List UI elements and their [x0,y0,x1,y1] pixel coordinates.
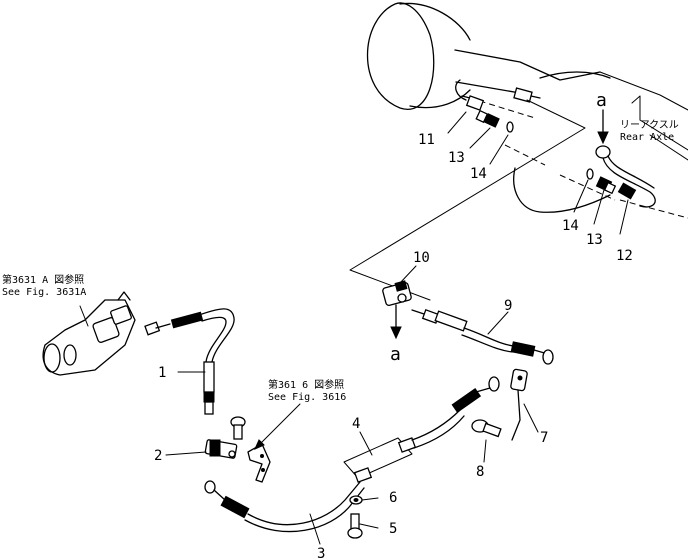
tube-11 [455,79,541,111]
reference-3616-jp: 第361 6 図参照 [268,378,344,391]
hose-3 [204,480,365,533]
connection-mark-a-bottom: a [390,344,401,365]
callout-4: 4 [352,416,360,432]
arrow-a-top [597,109,609,145]
callout-10: 10 [413,250,430,266]
callout-8: 8 [476,464,484,480]
tube-4 [343,376,500,483]
clip-7 [510,368,528,441]
callout-3: 3 [317,546,325,560]
detail-frame [349,99,586,301]
bracket-2 [204,439,238,459]
callout-11: 11 [418,132,435,148]
o-ring-14-lower [586,168,594,180]
rear-axle-label-en: Rear Axle [620,132,674,143]
callout-13-upper: 13 [448,150,465,166]
valve-10 [382,280,412,307]
rear-axle-label-jp: リーアクスル [620,119,679,131]
callout-14-lower: 14 [562,218,579,234]
washer-6 [349,495,363,505]
master-cylinder [42,291,136,376]
callout-6: 6 [389,490,397,506]
reference-3616-en: See Fig. 3616 [268,392,346,403]
connection-mark-a-top: a [596,90,607,111]
bolt-upper [230,416,246,440]
hose-9 [411,309,554,365]
callout-12: 12 [616,248,633,264]
tube-12 [595,145,656,208]
callout-13-lower: 13 [586,232,603,248]
leader-lines [79,111,629,545]
bracket-3616 [247,443,271,483]
o-ring-14-upper [506,121,514,133]
reference-3631a-en: See Fig. 3631A [2,287,86,298]
callout-14-upper: 14 [470,166,487,182]
elbow-13-lower [595,176,617,195]
arrow-a-bottom [390,304,402,340]
callout-9: 9 [504,298,512,314]
bolt-8 [471,419,502,438]
callout-7: 7 [540,430,548,446]
callout-2: 2 [154,448,162,464]
callout-1: 1 [158,365,166,381]
rear-axle-housing [367,2,688,213]
callout-5: 5 [389,521,397,537]
reference-3631a-jp: 第3631 A 図参照 [2,273,84,286]
hose-1 [144,308,235,415]
bolt-5 [347,513,363,539]
elbow-13-upper [475,109,500,128]
